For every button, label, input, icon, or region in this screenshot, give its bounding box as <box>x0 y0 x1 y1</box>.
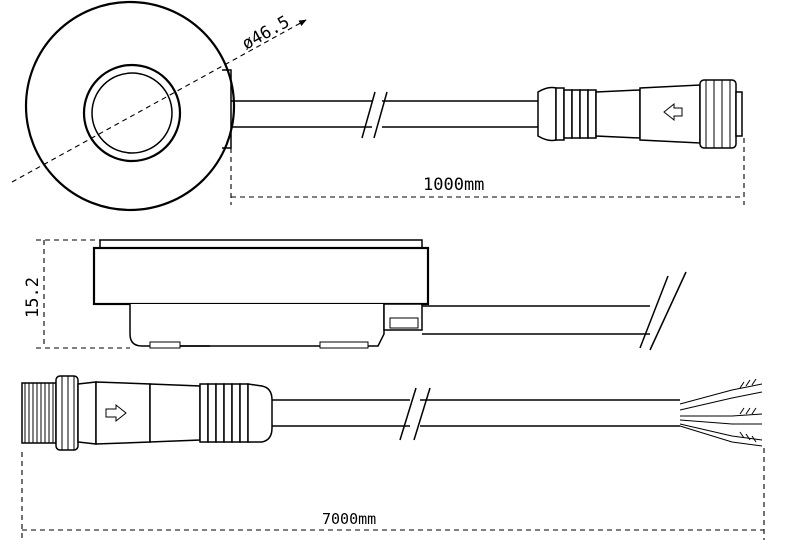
cable-side <box>422 271 687 351</box>
wire-leads <box>679 378 763 447</box>
sensor-disc-top <box>24 0 236 212</box>
top-view: ø46.5 <box>11 0 745 212</box>
length-dimension-bottom: 7000mm <box>21 448 765 540</box>
connector-bottom <box>21 375 273 451</box>
sensor-body-side <box>92 239 430 349</box>
arrow-icon-top <box>663 102 683 122</box>
arrow-icon-bottom <box>105 403 127 423</box>
height-label: 15.2 <box>23 277 43 318</box>
length-label-bottom: 7000mm <box>322 510 376 528</box>
diameter-label: ø46.5 <box>239 12 293 54</box>
length-dimension-top: 1000mm <box>230 138 745 205</box>
cable-top <box>231 91 540 139</box>
height-dimension: 15.2 <box>23 239 130 349</box>
connector-top <box>537 79 743 149</box>
length-label-top: 1000mm <box>423 175 484 195</box>
cable-bottom <box>272 387 680 441</box>
bottom-view: 7000mm <box>21 375 765 540</box>
side-view: 15.2 <box>23 239 687 351</box>
